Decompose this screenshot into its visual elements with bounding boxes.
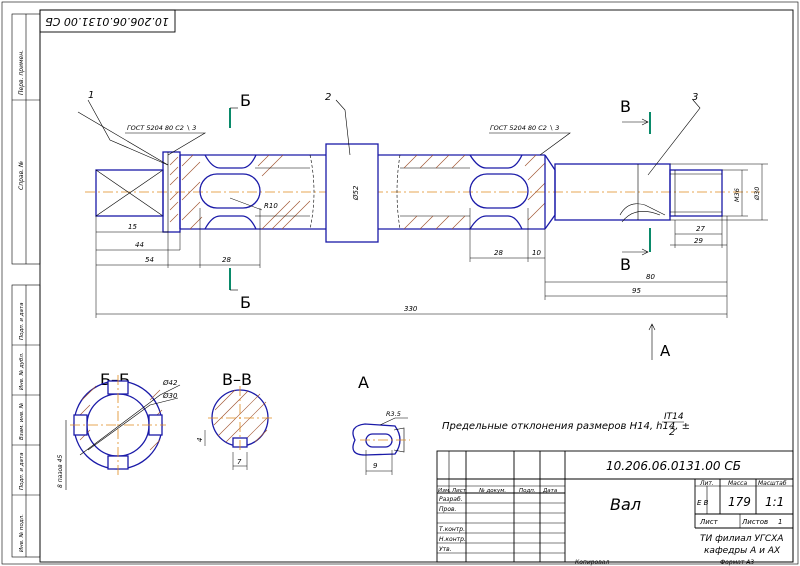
tb-head-list: Лист: [451, 488, 467, 494]
dim-28-left: 28: [222, 256, 231, 264]
dim-28-right: 28: [494, 249, 503, 257]
bb-d30: Ø30: [162, 392, 178, 400]
collar: [325, 143, 379, 243]
section-bb: Б–Б Ø42 Ø30 8 пазов 45: [57, 370, 181, 490]
tb-org-1: ТИ филиал УГСХА: [700, 534, 783, 544]
bb-note: 8 пазов 45: [57, 455, 64, 488]
tb-sheet-label: Лист: [699, 518, 719, 526]
view-a-w: 9: [373, 462, 378, 470]
dim-29: 29: [694, 237, 703, 245]
dim-m36: M36: [733, 188, 741, 202]
svg-text:IT14: IT14: [664, 412, 684, 422]
section-b-top: Б: [240, 91, 251, 110]
tb-sheets-label: Листов: [741, 518, 768, 526]
tb-doc-code: 10.206.06.0131.00 СБ: [606, 459, 741, 473]
svg-text:10.206.06.0131.00 СБ: 10.206.06.0131.00 СБ: [45, 15, 169, 28]
tb-mass: 179: [728, 495, 751, 509]
tb-head-doc: № докум.: [478, 488, 506, 494]
shaft-main-view: 1 2 3 ГОСТ 5204 80 С2 ∖ 3 ГОСТ 5204 80 С…: [77, 90, 768, 360]
view-a: А R3.5 9: [352, 373, 410, 475]
section-v-top: В: [620, 97, 631, 116]
tb-row-2: Пров.: [439, 506, 457, 513]
sidebar-label-1: Перв. примен.: [18, 50, 25, 95]
tb-sheets: 1: [778, 518, 782, 526]
dim-15: 15: [128, 223, 137, 231]
vv-w7: 7: [237, 458, 242, 466]
bb-d42: Ø42: [162, 379, 178, 387]
view-a-r: R3.5: [386, 410, 401, 418]
leader-label-2: 2: [325, 92, 331, 103]
sidebar-label-6: Подп. и дата: [19, 452, 25, 490]
title-block: 10.206.06.0131.00 СБ Вал Лит. Масса Масш…: [436, 450, 794, 566]
rotated-doc-code: 10.206.06.0131.00 СБ: [39, 9, 176, 33]
slot-left: [199, 173, 261, 209]
dim-d62: Ø52: [352, 185, 360, 201]
left-sidebar: Перв. примен. Справ. № Подп. и дата Инв.…: [11, 13, 41, 558]
tb-format: Формат А3: [720, 559, 754, 566]
section-vv: В–В 4 7: [196, 370, 272, 470]
dim-44: 44: [135, 241, 144, 249]
sidebar-label-7: Инв. № подл.: [19, 514, 25, 552]
vv-title: В–В: [222, 370, 252, 389]
tb-scale: 1:1: [765, 495, 784, 509]
tb-row-1: Разраб.: [439, 496, 463, 503]
tb-head-izm: Изм.: [438, 488, 451, 494]
gost-left: ГОСТ 5204 80 С2 ∖ 3: [127, 124, 196, 132]
vv-d4: 4: [196, 438, 204, 442]
tb-org-2: кафедры А и АХ: [704, 546, 781, 556]
section-v-bottom: В: [620, 255, 631, 274]
tb-copied: Копировал: [575, 559, 609, 566]
dim-d30: Ø30: [753, 187, 761, 201]
view-a-title: А: [358, 373, 369, 392]
tb-head-date: Дата: [542, 488, 558, 494]
dim-54: 54: [145, 256, 154, 264]
slot-right: [469, 173, 529, 209]
section-b-bottom: Б: [240, 293, 251, 312]
sidebar-label-3: Подп. и дата: [19, 302, 25, 340]
view-a-mark: А: [660, 342, 671, 360]
leader-label-1: 1: [88, 90, 94, 101]
tb-name: Вал: [610, 495, 641, 514]
tb-col-mass: Масса: [728, 480, 747, 487]
gost-right: ГОСТ 5204 80 С2 ∖ 3: [490, 124, 559, 132]
tolerance-note: Предельные отклонения размеров H14, h14,…: [442, 412, 690, 438]
dim-r10: R10: [264, 202, 278, 210]
tb-col-scale: Масштаб: [758, 480, 787, 487]
tb-row-5: Утв.: [439, 546, 452, 553]
dim-330: 330: [404, 305, 418, 313]
tb-lit: Е В: [697, 499, 709, 507]
tb-row-4: Н.контр.: [439, 536, 466, 543]
sidebar-label-5: Взам. инв. №: [19, 402, 25, 440]
dim-95: 95: [632, 287, 641, 295]
dim-27: 27: [696, 225, 705, 233]
leader-label-3: 3: [692, 92, 698, 103]
svg-text:2: 2: [669, 427, 675, 438]
sidebar-label-2: Справ. №: [18, 161, 25, 190]
svg-text:Предельные отклонения размеров: Предельные отклонения размеров H14, h14,…: [442, 421, 690, 432]
sidebar-label-4: Инв. № дубл.: [19, 352, 25, 390]
threaded-end: [669, 169, 723, 217]
dim-80: 80: [646, 273, 655, 281]
tb-col-lit: Лит.: [699, 480, 714, 487]
tb-row-3: Т.контр.: [439, 526, 465, 533]
tb-head-sign: Подп.: [519, 488, 536, 494]
dim-10: 10: [532, 249, 541, 257]
